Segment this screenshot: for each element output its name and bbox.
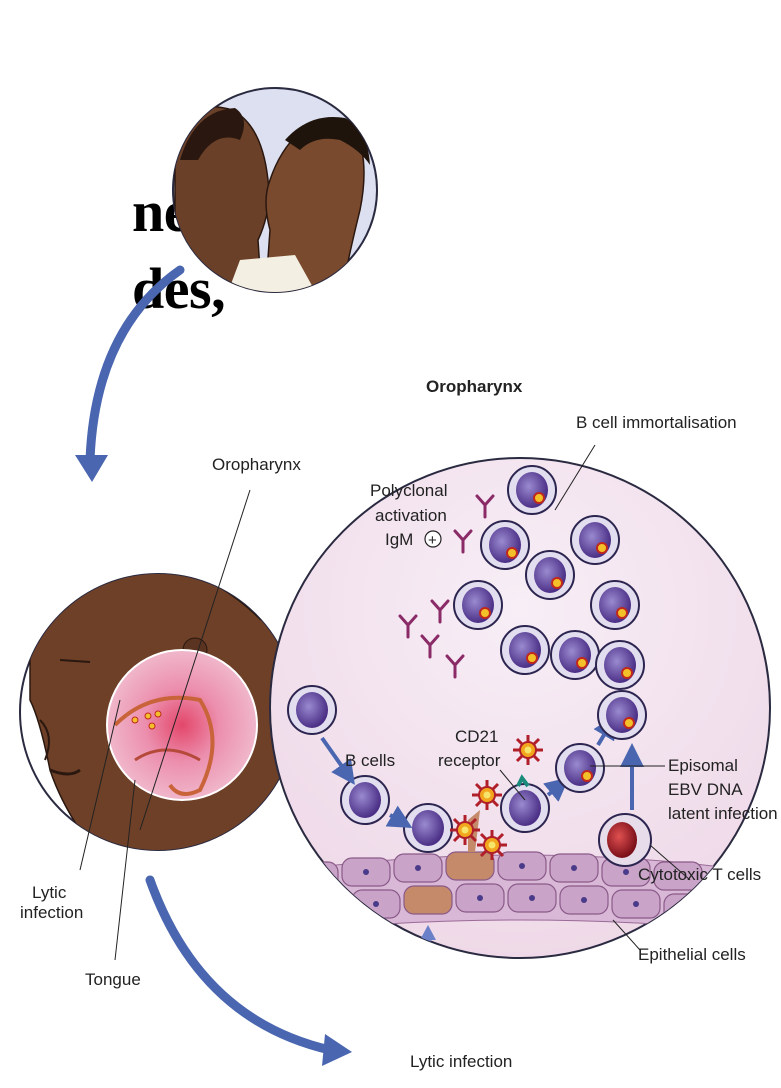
arrow-zoom	[150, 880, 330, 1050]
arrow-zoom-head	[322, 1034, 352, 1066]
label-cytotoxic-t-cells: Cytotoxic T cells	[638, 865, 761, 884]
b-cell-cd21	[501, 784, 549, 832]
b-cell-immortalised	[501, 626, 549, 674]
label-plus: +	[428, 532, 437, 549]
arrow-transmission	[90, 270, 180, 460]
label-polyclonal-1: Polyclonal	[370, 481, 448, 500]
b-cell-immortalised	[454, 581, 502, 629]
label-tongue: Tongue	[85, 970, 141, 989]
face-cross-section	[20, 519, 300, 900]
b-cell-infected	[556, 744, 604, 792]
virus	[513, 735, 543, 765]
label-lytic-face-2: infection	[20, 903, 83, 922]
virus	[370, 995, 400, 1025]
kissing-illustration	[173, 88, 377, 300]
label-lytic-face-1: Lytic	[32, 883, 67, 902]
b-cell-immortalised	[551, 631, 599, 679]
virus	[420, 990, 450, 1020]
label-oropharynx-title: Oropharynx	[426, 377, 523, 396]
label-episomal-1: Episomal	[668, 756, 738, 775]
label-cd21-1: CD21	[455, 727, 498, 746]
label-episomal-3: latent infection	[668, 804, 778, 823]
virus	[472, 780, 502, 810]
b-cell	[341, 776, 389, 824]
label-b-cell-immortalisation: B cell immortalisation	[576, 413, 737, 432]
label-epithelial-cells: Epithelial cells	[638, 945, 746, 964]
label-lytic-infection: Lytic infection	[410, 1052, 512, 1071]
b-cell-infected	[598, 691, 646, 739]
virus	[485, 975, 515, 1005]
virus	[450, 815, 480, 845]
cytotoxic-t-cell	[599, 814, 651, 866]
arrow-transmission-head	[75, 455, 108, 482]
label-b-cells: B cells	[345, 751, 395, 770]
label-cd21-2: receptor	[438, 751, 501, 770]
label-polyclonal-3: IgM	[385, 530, 413, 549]
b-cell-immortalised	[508, 466, 556, 514]
b-cell-immortalised	[526, 551, 574, 599]
b-cell-immortalised	[571, 516, 619, 564]
label-oropharynx-face: Oropharynx	[212, 455, 301, 474]
virus	[540, 1005, 570, 1035]
b-cell	[288, 686, 336, 734]
b-cell-immortalised	[591, 581, 639, 629]
b-cell-immortalised	[596, 641, 644, 689]
virus	[477, 830, 507, 860]
label-episomal-2: EBV DNA	[668, 780, 743, 799]
b-cell	[404, 804, 452, 852]
b-cell-immortalised	[481, 521, 529, 569]
label-polyclonal-2: activation	[375, 506, 447, 525]
